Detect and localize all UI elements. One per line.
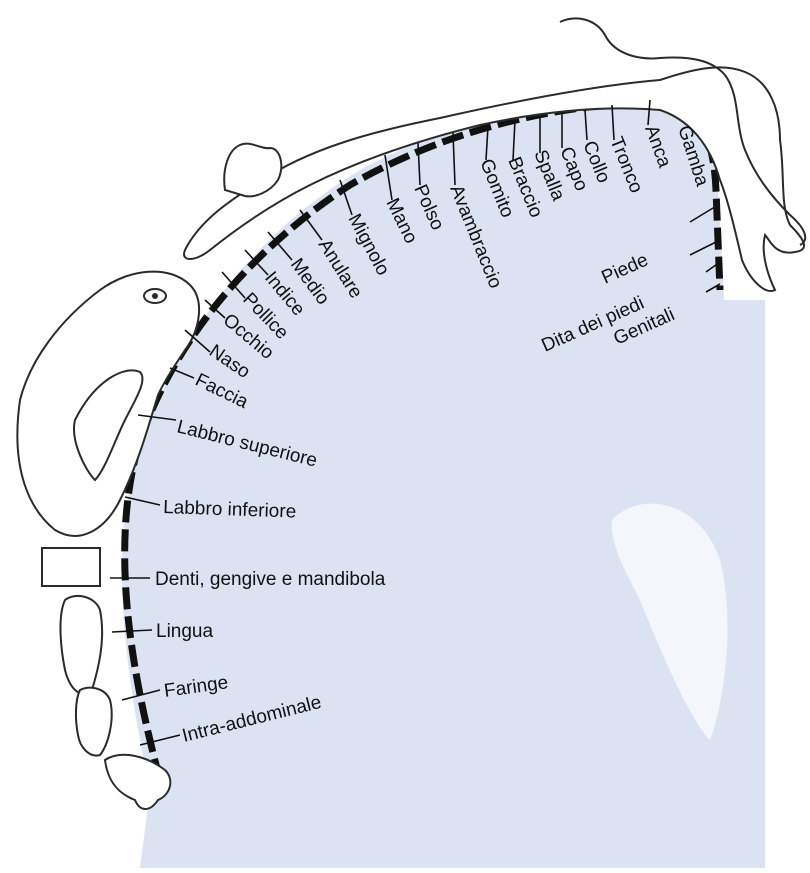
homunculus-pupil bbox=[152, 293, 158, 299]
label-denti: Denti, gengive e mandibola bbox=[155, 569, 386, 590]
homunculus-tongue bbox=[60, 596, 102, 694]
label-lingua: Lingua bbox=[156, 621, 213, 642]
homunculus-teeth bbox=[42, 548, 100, 586]
homunculus-pharynx bbox=[76, 688, 112, 756]
